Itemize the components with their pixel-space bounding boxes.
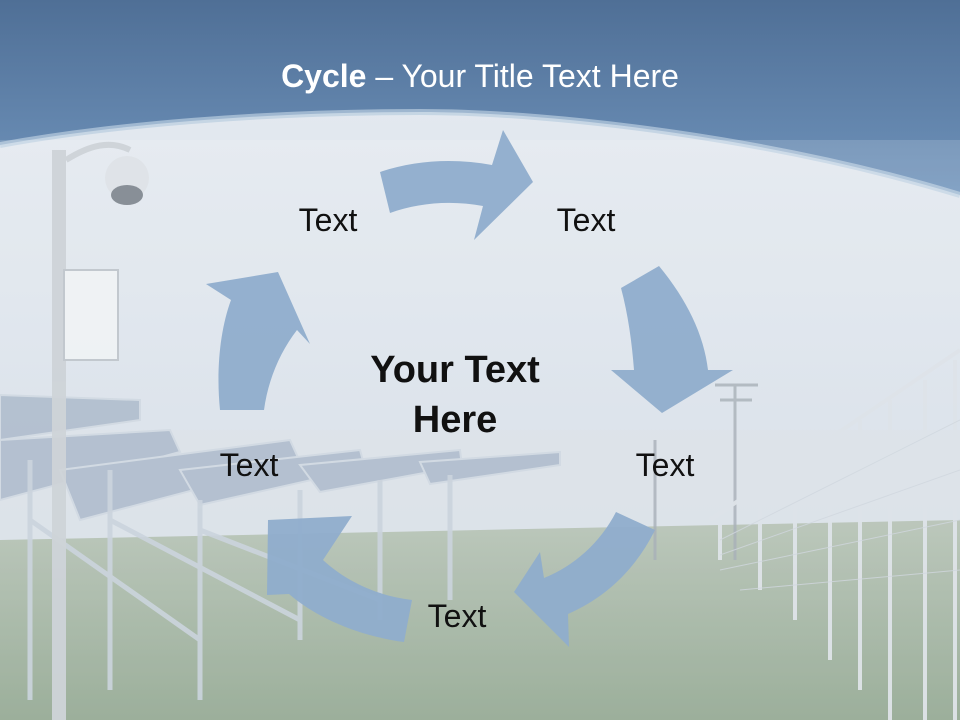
node-label-5: Text xyxy=(219,447,279,483)
arrow-4 xyxy=(267,516,412,642)
node-label-3: Text xyxy=(635,447,695,483)
camera-pole xyxy=(52,141,149,720)
arrow-5 xyxy=(206,272,310,410)
arrow-2 xyxy=(611,266,733,413)
slide-title: Cycle – Your Title Text Here xyxy=(0,56,960,96)
arrow-1 xyxy=(380,130,533,240)
arrow-3 xyxy=(514,512,655,647)
node-label-4: Text xyxy=(427,598,487,634)
title-bold: Cycle xyxy=(281,58,367,94)
node-label-1: Text xyxy=(298,202,358,238)
center-text: Your Text Here xyxy=(370,349,540,441)
node-label-2: Text xyxy=(556,202,616,238)
title-rest: – Your Title Text Here xyxy=(366,58,679,94)
